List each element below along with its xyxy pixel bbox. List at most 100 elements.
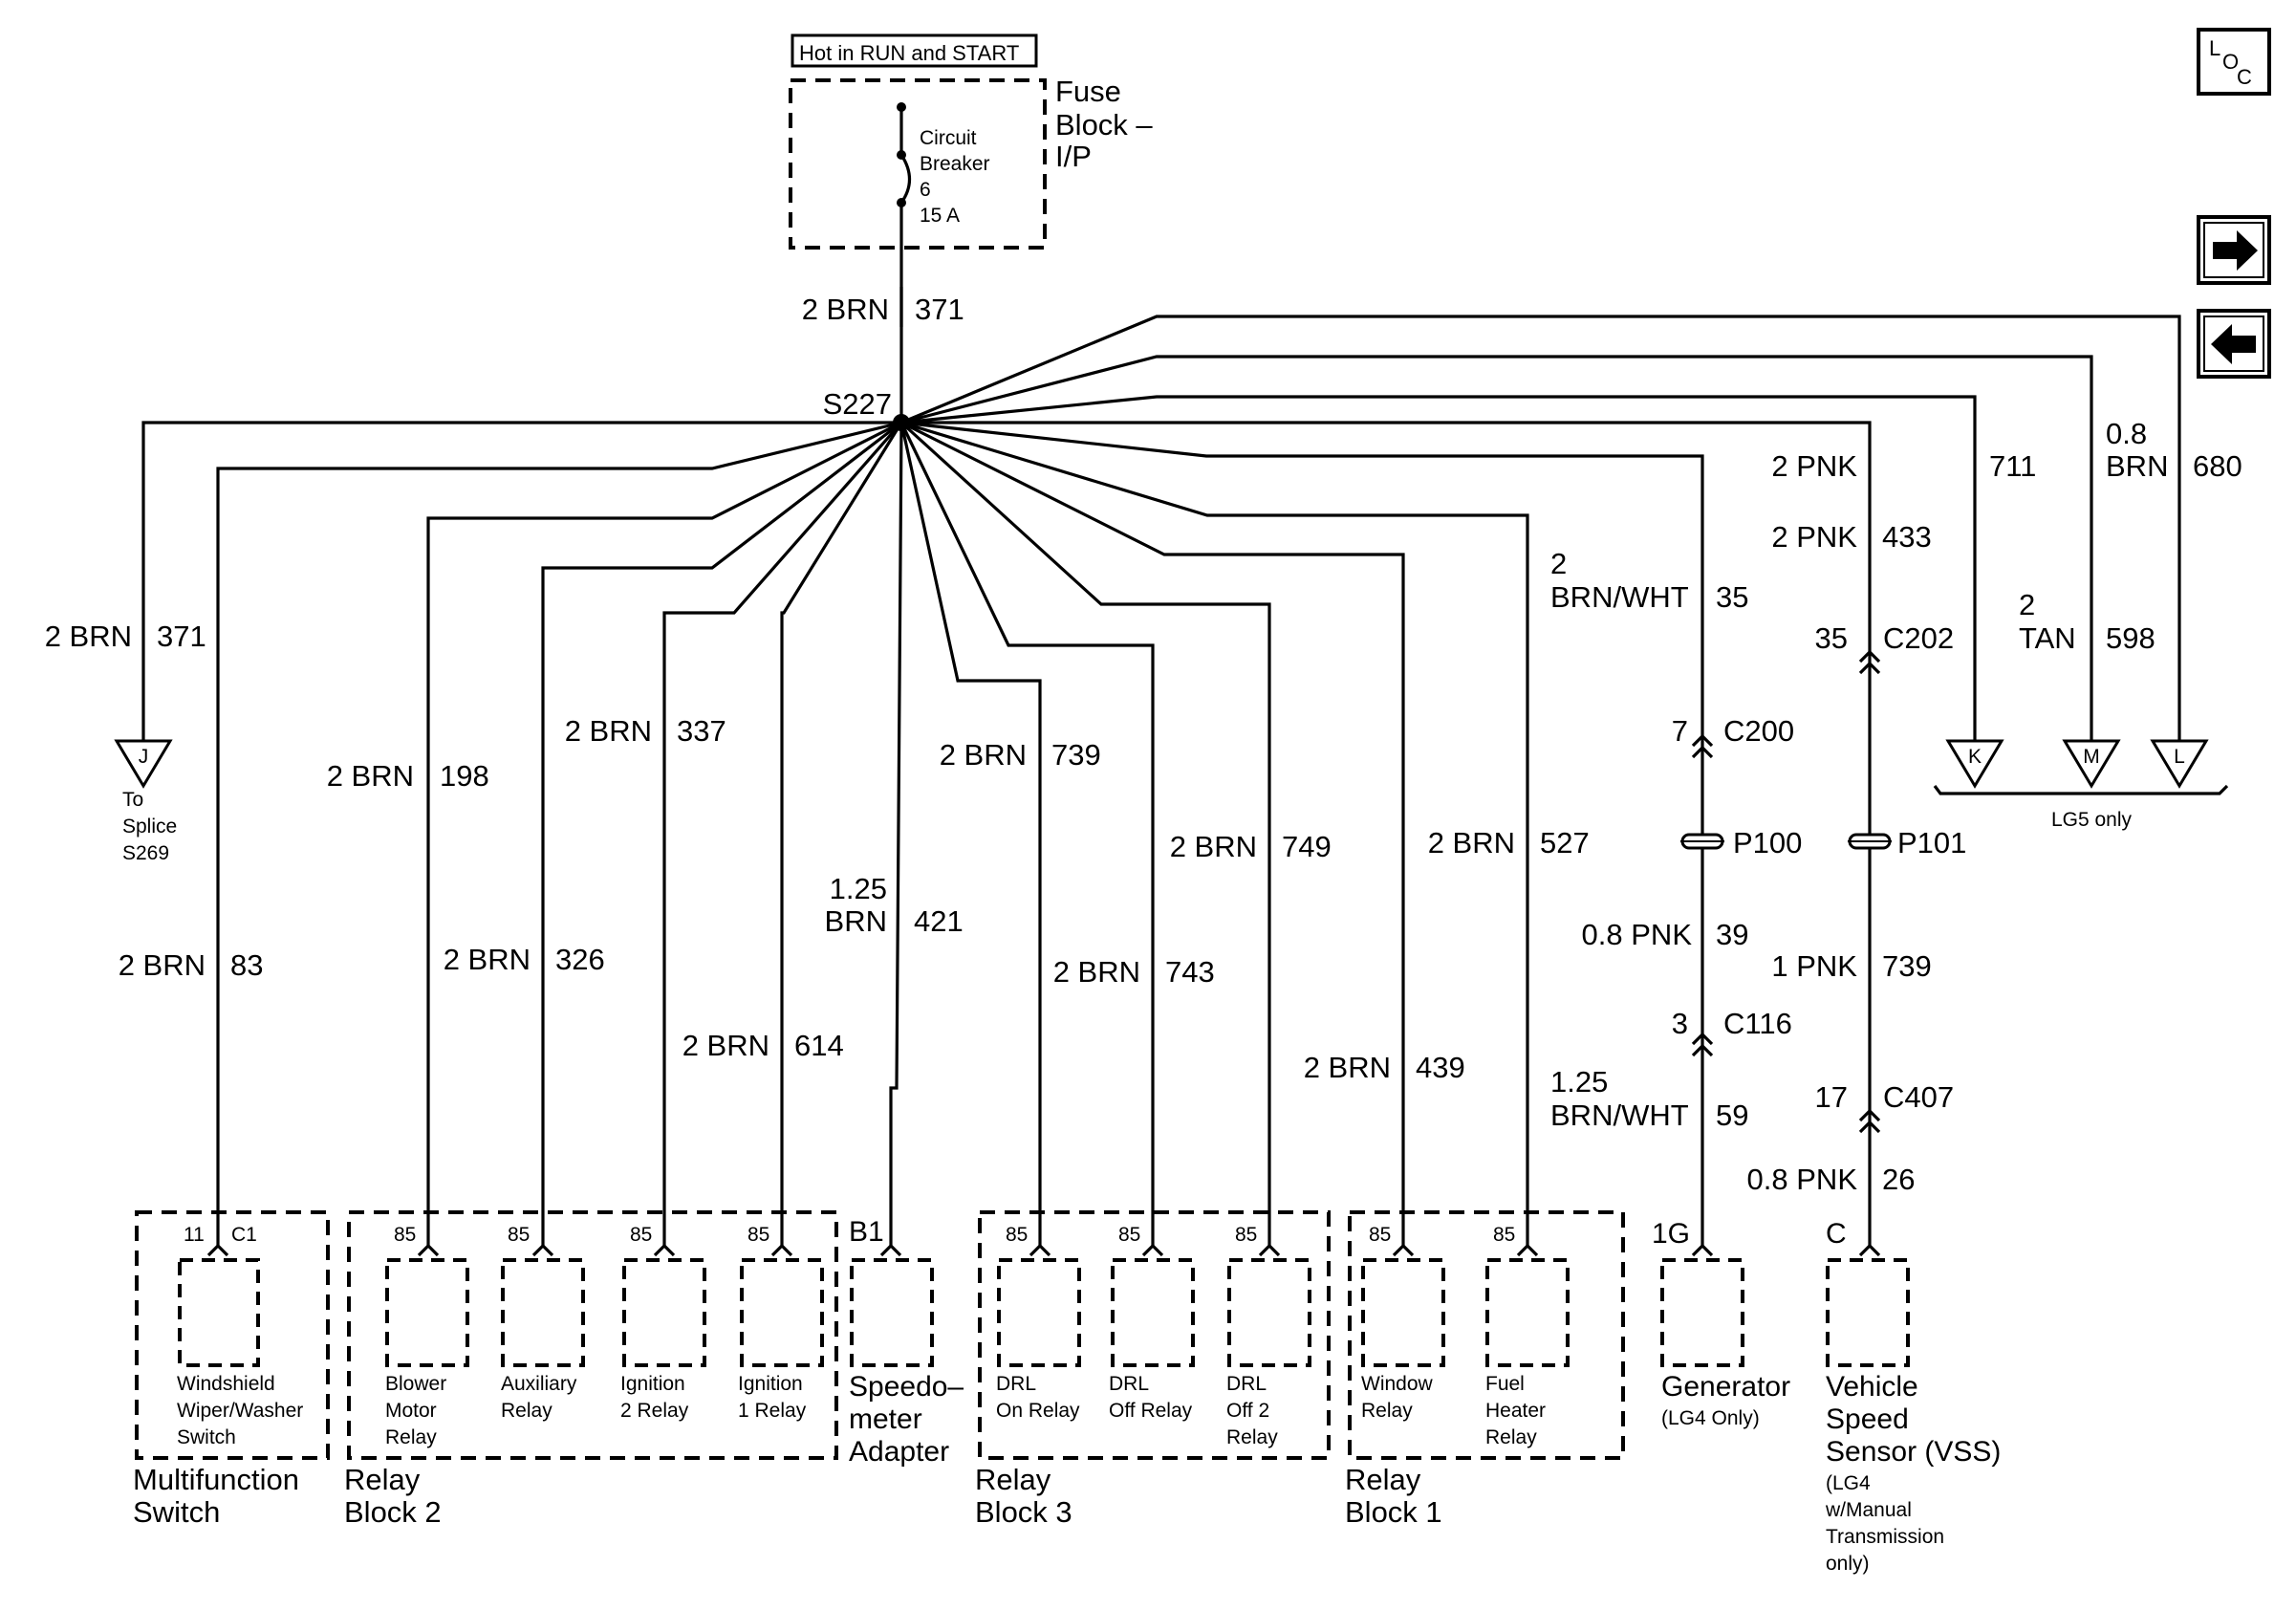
svg-text:L: L (2209, 36, 2220, 60)
blower-l2: Motor (385, 1400, 437, 1422)
cb-label-1: Circuit (920, 127, 977, 149)
wire-speedo-gauge: 1.25 (830, 872, 887, 905)
speedo-l1: Speedo– (849, 1371, 964, 1403)
aux-l1: Auxiliary (501, 1373, 577, 1395)
fuse-block-box (789, 78, 1047, 250)
ign1-pin: 85 (747, 1224, 769, 1246)
wire-vss-bot-color: 0.8 PNK (1747, 1163, 1858, 1196)
offpage-l: L (2150, 739, 2209, 789)
connector-p101 (1848, 833, 1892, 850)
pin-terminals (206, 1243, 1881, 1257)
gen-l1: Generator (1661, 1371, 1790, 1403)
relay-block-2-box (347, 1210, 838, 1460)
vss-n1: (LG4 (1826, 1472, 1871, 1494)
wire-vss-mid-circuit: 739 (1882, 949, 1932, 983)
wire-j-circuit: 371 (157, 620, 206, 653)
drloff2-l3: Relay (1226, 1426, 1278, 1448)
speedo-pin: B1 (849, 1216, 884, 1248)
drlon-pin: 85 (1006, 1224, 1028, 1246)
wire-l-gauge: 0.8 (2106, 417, 2147, 450)
connector-c116 (1691, 1032, 1714, 1057)
c407-name: C407 (1883, 1080, 1954, 1114)
j-note-3: S269 (122, 842, 169, 864)
fanout-wires (141, 315, 2181, 1248)
speedo-l2: meter (849, 1403, 922, 1435)
offpage-j: J (114, 739, 173, 789)
wire-drlon-color: 2 BRN (940, 738, 1027, 772)
svg-text:C: C (2237, 65, 2252, 89)
arrow-right-icon[interactable] (2197, 215, 2271, 285)
aux-l2: Relay (501, 1400, 552, 1422)
multifunction-switch-box (135, 1210, 330, 1460)
c116-pin: 3 (1672, 1007, 1688, 1040)
connector-p100 (1680, 833, 1724, 850)
ign2-pin: 85 (630, 1224, 652, 1246)
wire-mf-circuit: 83 (230, 948, 263, 982)
wire-window-color: 2 BRN (1304, 1051, 1391, 1084)
mf-l1: Windshield (177, 1373, 275, 1395)
drloff-l2: Off Relay (1109, 1400, 1193, 1422)
wire-mf-color: 2 BRN (119, 948, 206, 982)
blower-l3: Relay (385, 1426, 437, 1448)
j-note-2: Splice (122, 816, 177, 838)
svg-text:J: J (139, 746, 149, 768)
wire-vss-top1-color: 2 PNK (1771, 449, 1857, 483)
c407-pin: 17 (1815, 1080, 1848, 1114)
wire-vss-top1-circuit: 711 (1989, 449, 2036, 483)
rb1-title-2: Block 1 (1345, 1495, 1442, 1529)
wire-speedo-circuit: 421 (914, 904, 964, 938)
mf-title-1: Multifunction (133, 1463, 299, 1496)
wire-speedo-color: BRN (825, 904, 887, 938)
fuel-l3: Relay (1485, 1426, 1537, 1448)
fuse-block-title-1: Fuse (1055, 75, 1121, 108)
wire-gen-bot-color: BRN/WHT (1550, 1099, 1689, 1132)
mf-l3: Switch (177, 1426, 236, 1448)
window-relay-box (1361, 1258, 1445, 1367)
drloff-pin: 85 (1118, 1224, 1140, 1246)
cb-label-2: Breaker (920, 153, 990, 175)
drloff2-l2: Off 2 (1226, 1400, 1269, 1422)
feed-circuit-label: 371 (915, 293, 964, 326)
ign2-l2: 2 Relay (620, 1400, 689, 1422)
generator-box (1660, 1258, 1744, 1367)
relay-block-1-box (1348, 1210, 1625, 1460)
mf-pin: 11 (184, 1224, 205, 1246)
wire-m-color: TAN (2019, 621, 2076, 655)
vss-l2: Speed (1826, 1403, 1909, 1435)
wire-gen-top-gauge: 2 (1550, 547, 1567, 580)
c200-pin: 7 (1672, 714, 1688, 748)
vss-n3: Transmission (1826, 1526, 1944, 1548)
svg-text:M: M (2083, 746, 2100, 768)
wire-aux-color: 2 BRN (444, 943, 531, 976)
offpage-m: M (2062, 739, 2121, 789)
drl-on-relay-box (997, 1258, 1081, 1367)
wire-ign1-color: 2 BRN (682, 1029, 769, 1062)
wire-gen-top-color: BRN/WHT (1550, 580, 1689, 614)
svg-text:K: K (1968, 746, 1982, 768)
connector-c407 (1858, 1108, 1881, 1134)
gen-l2: (LG4 Only) (1661, 1407, 1760, 1429)
wiper-switch-box (178, 1258, 260, 1367)
arrow-left-icon[interactable] (2197, 309, 2271, 379)
wire-blower-color: 2 BRN (327, 759, 414, 793)
cb-label-3: 6 (920, 179, 931, 201)
splice-label: S227 (823, 387, 892, 421)
ign2-relay-box (622, 1258, 706, 1367)
relay-block-3-box (978, 1210, 1331, 1460)
c202-name: C202 (1883, 621, 1954, 655)
c116-name: C116 (1723, 1007, 1792, 1040)
c202-pin: 35 (1815, 621, 1848, 655)
j-note-1: To (122, 789, 143, 811)
feed-wire-label: 2 BRN (802, 293, 889, 326)
wire-vss-bot-circuit: 26 (1882, 1163, 1915, 1196)
rb1-title-1: Relay (1345, 1463, 1421, 1496)
aux-relay-box (501, 1258, 585, 1367)
drloff-l1: DRL (1109, 1373, 1149, 1395)
mf-l2: Wiper/Washer (177, 1400, 303, 1422)
p101-name: P101 (1897, 826, 1966, 859)
ign2-l1: Ignition (620, 1373, 685, 1395)
location-icon[interactable]: L O C (2197, 28, 2271, 96)
c200-name: C200 (1723, 714, 1794, 748)
wire-ign2-circuit: 337 (677, 714, 726, 748)
svg-text:O: O (2222, 50, 2239, 74)
